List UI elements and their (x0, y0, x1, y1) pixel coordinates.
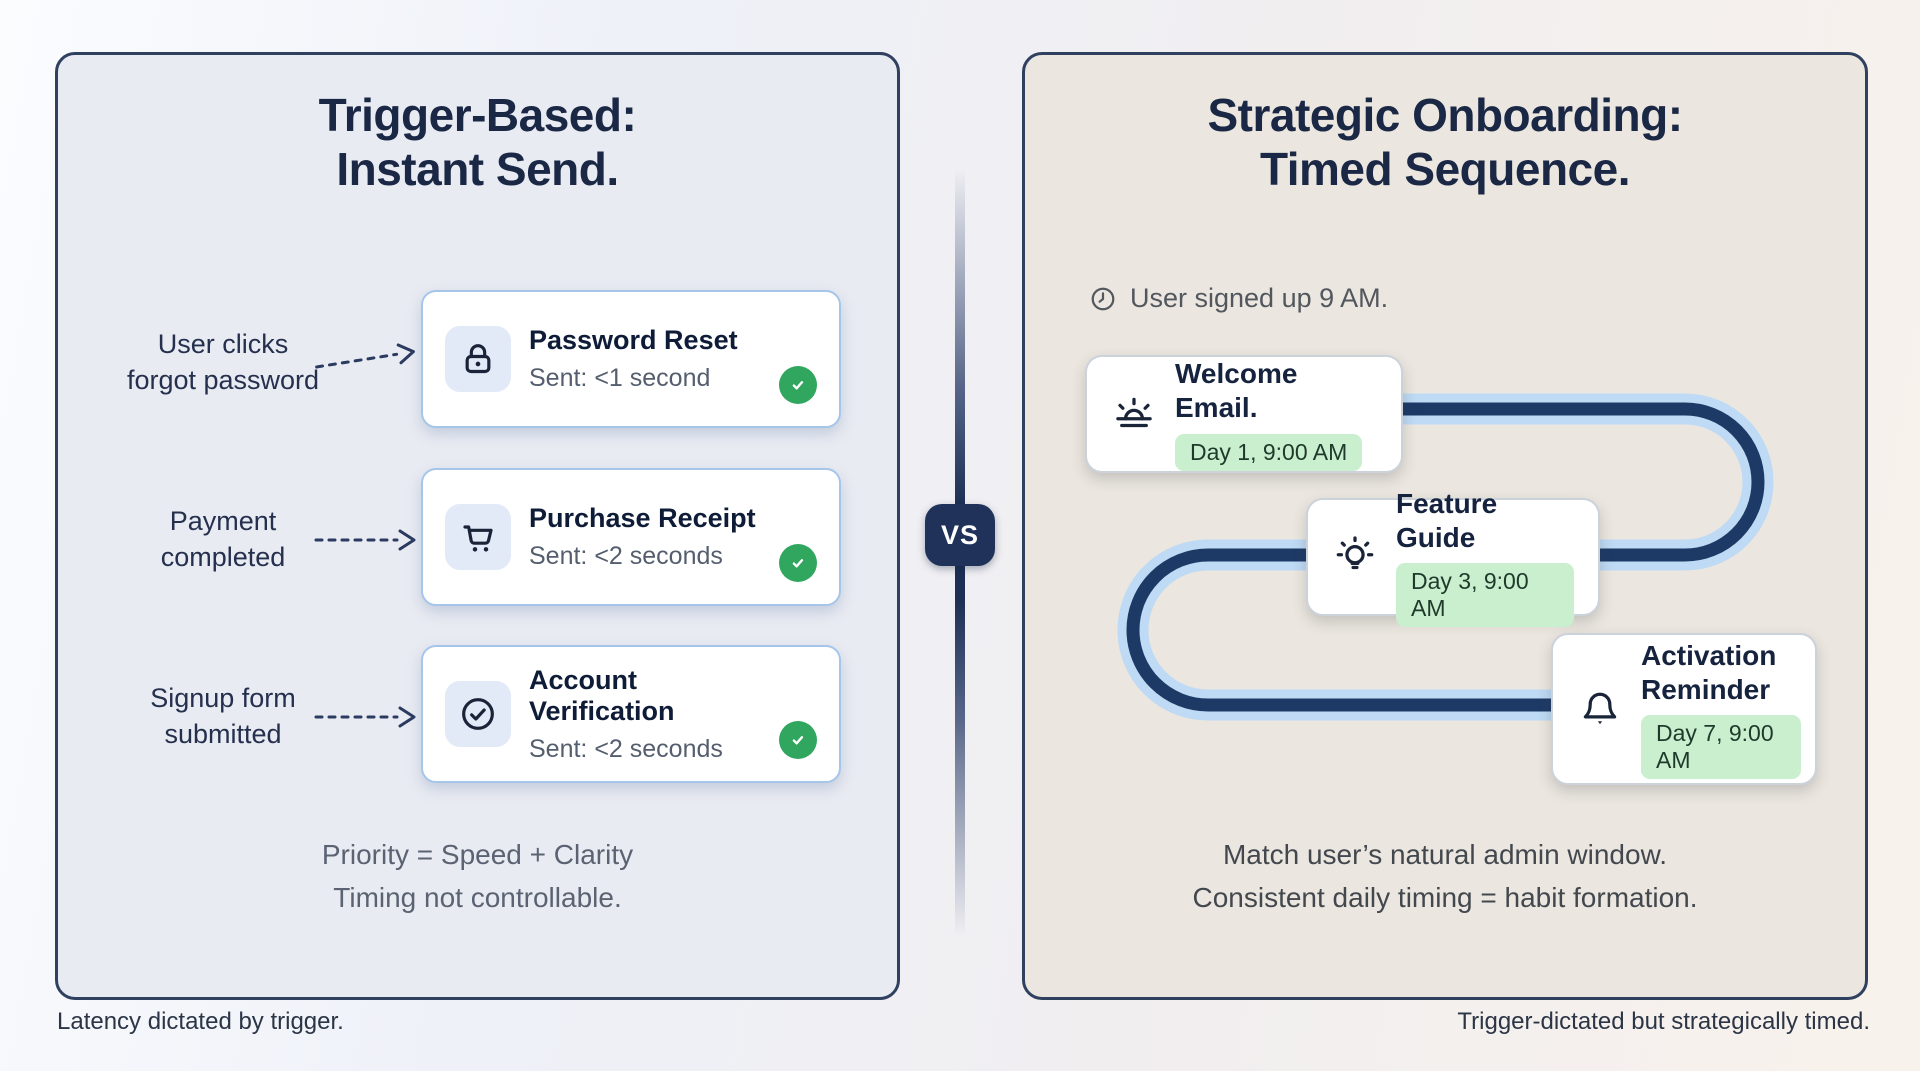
signup-note-text: User signed up 9 AM. (1130, 283, 1389, 313)
card-title: Password Reset (529, 325, 738, 355)
footer-line: Match user’s natural admin window. (1222, 839, 1668, 870)
trigger-label-line: submitted (164, 719, 282, 749)
trigger-label-line: Signup form (150, 683, 296, 714)
check-circle-icon (779, 544, 817, 582)
trigger-label-signup: Signup form submitted (88, 677, 358, 757)
card-title: Account Verification (529, 664, 675, 726)
check-circle-icon (779, 721, 817, 759)
card-title: Purchase Receipt (529, 503, 756, 533)
left-title-line1: Trigger-Based: (318, 89, 637, 141)
footer-line: Timing not controllable. (333, 882, 622, 914)
trigger-label-line: User clicks (157, 329, 289, 360)
right-panel-footer: Match user’s natural admin window. Consi… (1025, 833, 1865, 920)
signup-note: User signed up 9 AM. (1089, 283, 1388, 314)
right-title-line2: Timed Sequence. (1259, 142, 1631, 195)
strategic-onboarding-panel: Strategic Onboarding: Timed Sequence. Us… (1022, 52, 1868, 1000)
step-text: Activation Reminder Day 7, 9:00 AM (1641, 639, 1801, 780)
vs-label: VS (940, 519, 980, 550)
step-title: Welcome Email. (1175, 358, 1298, 423)
card-text: Purchase Receipt Sent: <2 seconds (529, 503, 779, 571)
trigger-label-line: forgot password (126, 365, 320, 395)
step-card-activation-reminder: Activation Reminder Day 7, 9:00 AM (1551, 633, 1817, 785)
step-card-feature-guide: Feature Guide Day 3, 9:00 AM (1306, 488, 1600, 628)
left-caption: Latency dictated by trigger. (57, 1008, 344, 1035)
trigger-based-panel: Trigger-Based: Instant Send. User clicks… (55, 52, 900, 1000)
card-subtitle: Sent: <2 seconds (529, 734, 723, 763)
email-card-purchase-receipt: Purchase Receipt Sent: <2 seconds (421, 468, 841, 606)
right-title-line1: Strategic Onboarding: (1207, 89, 1683, 141)
clock-icon (1089, 285, 1117, 313)
dashed-arrow-icon (310, 336, 423, 383)
trigger-label-payment: Payment completed (88, 500, 358, 580)
email-card-account-verification: Account Verification Sent: <2 seconds (421, 645, 841, 783)
circle-check-icon (445, 681, 511, 747)
lightbulb-icon (1332, 534, 1378, 580)
cart-icon (445, 504, 511, 570)
footer-line: Priority = Speed + Clarity (321, 839, 634, 870)
step-text: Welcome Email. Day 1, 9:00 AM (1175, 357, 1377, 471)
left-title-line2: Instant Send. (336, 142, 619, 195)
trigger-label-line: Payment (169, 506, 277, 537)
vs-badge: VS (925, 504, 995, 566)
footer-line: Consistent daily timing = habit formatio… (1192, 882, 1698, 914)
step-card-welcome-email: Welcome Email. Day 1, 9:00 AM (1085, 355, 1403, 473)
bell-icon (1577, 686, 1623, 732)
sunrise-icon (1111, 391, 1157, 437)
step-schedule-badge: Day 7, 9:00 AM (1641, 715, 1801, 780)
check-circle-icon (779, 366, 817, 404)
trigger-label-forgot-password: User clicks forgot password (88, 323, 358, 403)
card-text: Account Verification Sent: <2 seconds (529, 665, 779, 764)
step-schedule-badge: Day 1, 9:00 AM (1175, 433, 1363, 471)
step-schedule-badge: Day 3, 9:00 AM (1396, 563, 1574, 628)
step-text: Feature Guide Day 3, 9:00 AM (1396, 487, 1574, 628)
card-text: Password Reset Sent: <1 second (529, 325, 779, 393)
email-card-password-reset: Password Reset Sent: <1 second (421, 290, 841, 428)
step-title: Activation Reminder (1641, 639, 1777, 705)
step-title: Feature Guide (1396, 487, 1498, 553)
card-subtitle: Sent: <2 seconds (529, 542, 723, 570)
right-panel-title: Strategic Onboarding: Timed Sequence. (1025, 89, 1865, 197)
right-caption: Trigger-dictated but strategically timed… (1457, 1008, 1870, 1035)
card-subtitle: Sent: <1 second (529, 364, 711, 392)
lock-icon (445, 326, 511, 392)
dashed-arrow-icon (312, 525, 422, 555)
trigger-label-line: completed (160, 542, 286, 572)
left-panel-footer: Priority = Speed + Clarity Timing not co… (58, 833, 897, 920)
left-panel-title: Trigger-Based: Instant Send. (58, 89, 897, 197)
dashed-arrow-icon (312, 702, 422, 732)
